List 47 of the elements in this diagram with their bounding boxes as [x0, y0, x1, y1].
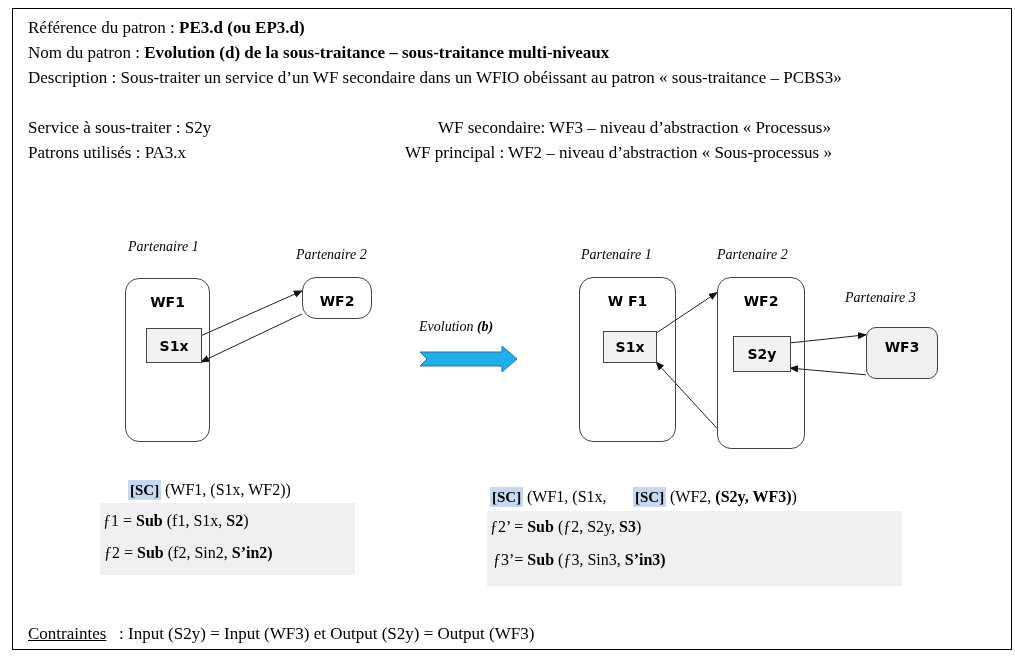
partner-label: Partenaire 2: [296, 246, 367, 264]
node-label: WF3: [884, 338, 920, 356]
workflow-box: [125, 278, 210, 442]
node-label: S1x: [615, 338, 645, 356]
formula-text: ƒ1 = Sub (f1, S1x, S2): [103, 511, 249, 532]
partner-label: Partenaire 1: [581, 246, 652, 264]
transition-label: Evolution (b): [419, 318, 494, 336]
operator-tag: [SC]: [633, 487, 667, 507]
arrow: [789, 332, 867, 344]
workflow-box: [866, 327, 938, 379]
node-label: WF1: [150, 293, 185, 311]
node-label: WF2: [319, 292, 355, 310]
arrow: [655, 361, 718, 429]
workflow-box: [302, 277, 372, 319]
formula-text: ƒ2 = Sub (f2, Sin2, S’in2): [104, 543, 273, 564]
text-line: WF principal : WF2 – niveau d’abstraction « Sous-processus »: [405, 142, 832, 164]
formula-text: (WF1, (S1x, WF2)): [165, 480, 291, 501]
operator-tag: [SC]: [128, 480, 162, 500]
text-line: Nom du patron : Evolution (d) de la sous-traitance – sous-traitance multi-niveaux: [28, 42, 610, 64]
text-line: Référence du patron : PE3.d (ou EP3.d): [28, 17, 305, 39]
section-heading: Contraintes: [28, 623, 107, 645]
arrow: [655, 292, 718, 334]
formula-text: ƒ3’= Sub (ƒ3, Sin3, S’in3): [493, 550, 666, 571]
service-box: [603, 331, 657, 363]
partner-label: Partenaire 1: [128, 238, 199, 256]
workflow-box: [579, 277, 676, 442]
node-label: S2y: [747, 345, 777, 363]
service-box: [733, 336, 791, 372]
text-line: WF secondaire: WF3 – niveau d’abstraction « Processus»: [438, 117, 831, 139]
formula-text: (WF1, (S1x,: [527, 487, 607, 508]
text-line: Description : Sous-traiter un service d’un WF secondaire dans un WFIO obéissant au patron « sous-traitance – PCBS3»: [28, 67, 843, 89]
node-label: W F1: [607, 292, 648, 310]
workflow-box: [717, 277, 805, 449]
service-box: [146, 328, 202, 363]
text-line: Patrons utilisés : PA3.x: [28, 142, 187, 164]
text-line: : Input (S2y) = Input (WF3) et Output (S2y) = Output (WF3): [119, 623, 535, 645]
node-label: S1x: [159, 336, 189, 355]
partner-label: Partenaire 3: [845, 289, 916, 307]
arrow: [200, 290, 303, 337]
partner-label: Partenaire 2: [717, 246, 788, 264]
formula-text: (WF2, (S2y, WF3)): [670, 487, 797, 508]
formula-text: ƒ2’ = Sub (ƒ2, S2y, S3): [490, 517, 642, 538]
text-line: Service à sous-traiter : S2y: [28, 117, 212, 139]
operator-tag: [SC]: [490, 487, 524, 507]
arrow: [200, 313, 303, 363]
arrow: [789, 365, 867, 376]
node-label: WF2: [743, 292, 779, 310]
